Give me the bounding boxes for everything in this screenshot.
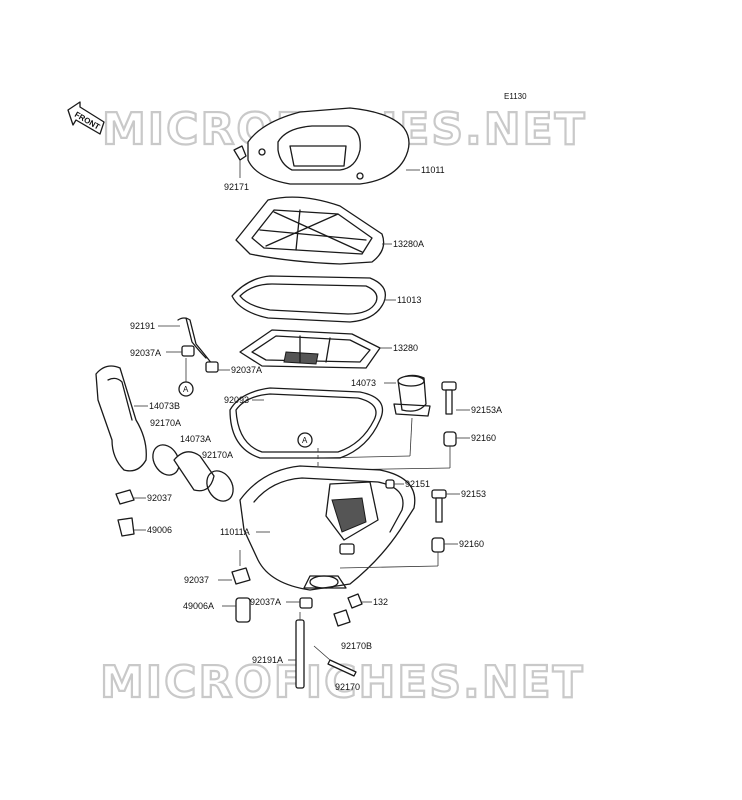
label-92037-left: 92037: [147, 493, 172, 503]
drain-tube-49006A: [235, 597, 251, 623]
clamp-92037A-upper-icon: [181, 345, 195, 357]
air-cleaner-housing: [239, 465, 416, 591]
inlet-duct-14073: [393, 374, 431, 417]
plug-132-icon: [347, 593, 363, 609]
label-92151: 92151: [405, 479, 430, 489]
label-92170A-left: 92170A: [150, 418, 181, 428]
clamp-92037A-mid-icon: [205, 361, 219, 373]
element-frame-upper: [235, 196, 385, 265]
label-13280: 13280: [393, 343, 418, 353]
clip-92171-icon: [233, 145, 247, 178]
label-92171: 92171: [224, 182, 249, 192]
label-92037A-upper: 92037A: [130, 348, 161, 358]
ref-marker-a-left: A: [178, 381, 194, 397]
label-92160-lower: 92160: [459, 539, 484, 549]
filter-element: [231, 275, 387, 323]
label-92170A-right: 92170A: [202, 450, 233, 460]
screw-92151-icon: [385, 479, 395, 489]
label-11011: 11011: [421, 165, 445, 175]
label-92191A: 92191A: [252, 655, 283, 665]
hose-92191A: [295, 619, 305, 689]
label-92037A-mid: 92037A: [231, 365, 262, 375]
svg-text:A: A: [183, 385, 189, 394]
clip-92170B-icon: [333, 609, 351, 627]
label-92153: 92153: [461, 489, 486, 499]
boot-14073A: [173, 451, 215, 492]
label-92170: 92170: [335, 682, 360, 692]
ref-marker-a-center: A: [297, 432, 313, 448]
label-11011A: 11011A: [220, 527, 250, 537]
clip-92170-icon: [327, 659, 357, 677]
label-92153A: 92153A: [471, 405, 502, 415]
intake-duct: [95, 365, 147, 472]
grommet-92160-lower-icon: [431, 537, 445, 553]
clamp-92037A-lower-icon: [299, 597, 313, 609]
clamp-92037-left-icon: [115, 489, 135, 505]
clamp-92170A-right-icon: [206, 470, 234, 502]
diagram-code: E1130: [504, 92, 527, 101]
label-13280A: 13280A: [393, 239, 424, 249]
label-49006A: 49006A: [183, 601, 214, 611]
front-arrow-icon: FRONT: [67, 101, 105, 135]
label-92037A-lower: 92037A: [250, 597, 281, 607]
label-49006: 49006: [147, 525, 172, 535]
grommet-92160-upper-icon: [443, 431, 457, 447]
element-frame-lower: [239, 329, 381, 369]
breather-hose: [177, 317, 213, 365]
bolt-92153A-icon: [441, 381, 457, 415]
label-92191: 92191: [130, 321, 155, 331]
label-92093: 92093: [224, 395, 249, 405]
label-14073: 14073: [351, 378, 376, 388]
label-14073B: 14073B: [149, 401, 180, 411]
clamp-92037-lower-icon: [231, 567, 251, 585]
label-14073A: 14073A: [180, 434, 211, 444]
bolt-92153-icon: [431, 489, 447, 523]
gasket-92093: [229, 387, 384, 459]
label-132: 132: [373, 597, 388, 607]
svg-text:A: A: [302, 436, 308, 445]
label-92160-upper: 92160: [471, 433, 496, 443]
cap-49006-icon: [117, 517, 135, 537]
clamp-92170A-left-icon: [152, 444, 180, 476]
air-cleaner-cover: [247, 107, 410, 185]
label-11013: 11013: [397, 295, 421, 305]
label-92170B: 92170B: [341, 641, 372, 651]
label-92037-lower: 92037: [184, 575, 209, 585]
